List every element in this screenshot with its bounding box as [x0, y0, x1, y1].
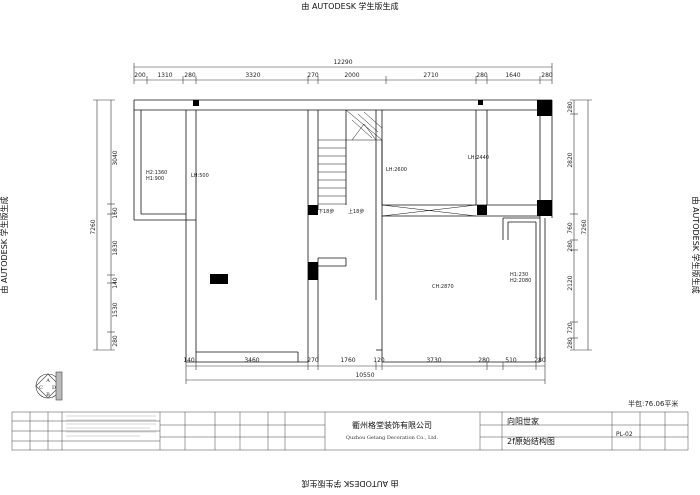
label-ceiling-height: CH:2870: [432, 284, 454, 290]
top-dim-1: 200: [134, 72, 146, 79]
drawing-title: 2f原始结构图: [507, 436, 555, 446]
bottom-dim-2: 3460: [244, 357, 259, 364]
drawing-number: PL-02: [616, 431, 633, 438]
staircase: [318, 109, 383, 205]
right-total-dimension: 7260: [581, 219, 588, 234]
watermark-right: 由 AUTODESK 学生版生成: [691, 196, 700, 293]
bottom-dimension-line: [185, 362, 546, 384]
bottom-dim-8: 510: [505, 357, 517, 364]
right-dim-4: 280: [567, 240, 574, 252]
bottom-dim-4: 1760: [340, 357, 355, 364]
title-block-frame: [11, 411, 689, 451]
top-dim-6: 2000: [344, 72, 359, 79]
left-dimension-line: [93, 99, 115, 351]
left-dim-6: 280: [112, 335, 119, 347]
label-window-left-h1: H1:900: [146, 176, 164, 182]
title-block-fine-print: [66, 415, 156, 437]
top-dim-7: 2710: [423, 72, 438, 79]
left-dim-5: 1530: [112, 302, 119, 317]
left-dim-3: 1830: [112, 240, 119, 255]
top-dim-8: 280: [476, 72, 488, 79]
top-dim-2: 1310: [157, 72, 172, 79]
top-dim-4: 3320: [245, 72, 260, 79]
right-dim-2: 2820: [567, 152, 574, 167]
top-total-dimension: 12290: [333, 59, 352, 66]
bottom-dim-1: 140: [183, 357, 195, 364]
label-beam-mid: LH:2600: [386, 167, 407, 173]
left-dim-1: 3040: [112, 150, 119, 165]
right-dimension-line: [570, 99, 592, 351]
project-name: 向阳世家: [507, 416, 539, 426]
left-dim-2: 160: [112, 207, 119, 219]
compass-b: B: [46, 392, 50, 398]
top-dim-9: 1640: [505, 72, 520, 79]
right-dim-3: 760: [567, 222, 574, 234]
right-dim-7: 280: [567, 337, 574, 349]
area-note: 半包:76.06平米: [628, 399, 678, 408]
watermark-bottom: 由 AUTODESK 学生版生成: [301, 479, 398, 489]
compass-c: C: [39, 385, 43, 391]
top-dim-5: 270: [307, 72, 319, 79]
floor-plan-walls: [133, 99, 553, 363]
top-dimension-line: [133, 63, 553, 84]
watermark-left: 由 AUTODESK 学生版生成: [0, 196, 9, 293]
bottom-dim-7: 280: [478, 357, 490, 364]
company-name-en: Quzhou Getang Decoration Co., Ltd.: [346, 435, 439, 441]
structural-columns: [193, 100, 552, 284]
label-beam-right: LH:2440: [468, 155, 489, 161]
left-total-dimension: 7260: [90, 219, 97, 234]
compass-symbol: [35, 371, 63, 401]
bottom-dim-3: 270: [307, 357, 319, 364]
bottom-dim-5: 120: [373, 357, 385, 364]
watermark-top: 由 AUTODESK 学生版生成: [301, 1, 398, 11]
compass-a: A: [45, 378, 50, 384]
beam-cross-hatch: [381, 204, 477, 217]
compass-d: D: [52, 385, 56, 391]
top-dim-3: 280: [184, 72, 196, 79]
company-name-cn: 衢州格堂装饰有限公司: [352, 420, 432, 430]
label-stair-up: 上18步: [348, 208, 364, 215]
top-dim-10: 280: [541, 72, 553, 79]
right-dim-1: 280: [567, 101, 574, 113]
label-stair-down: 下18步: [318, 209, 334, 215]
label-window-right-h1: H1:230: [510, 272, 528, 278]
bottom-total-dimension: 10550: [355, 372, 374, 379]
bottom-dim-6: 3730: [426, 357, 441, 364]
label-window-right-h2: H2:2080: [510, 278, 531, 284]
left-dim-4: 140: [112, 277, 119, 289]
bottom-dim-9: 280: [534, 357, 546, 364]
right-dim-5: 2120: [567, 275, 574, 290]
label-window-left-h2: H2:1360: [146, 170, 167, 176]
label-beam-left: LH:500: [191, 173, 209, 179]
right-dim-6: 720: [567, 322, 574, 334]
